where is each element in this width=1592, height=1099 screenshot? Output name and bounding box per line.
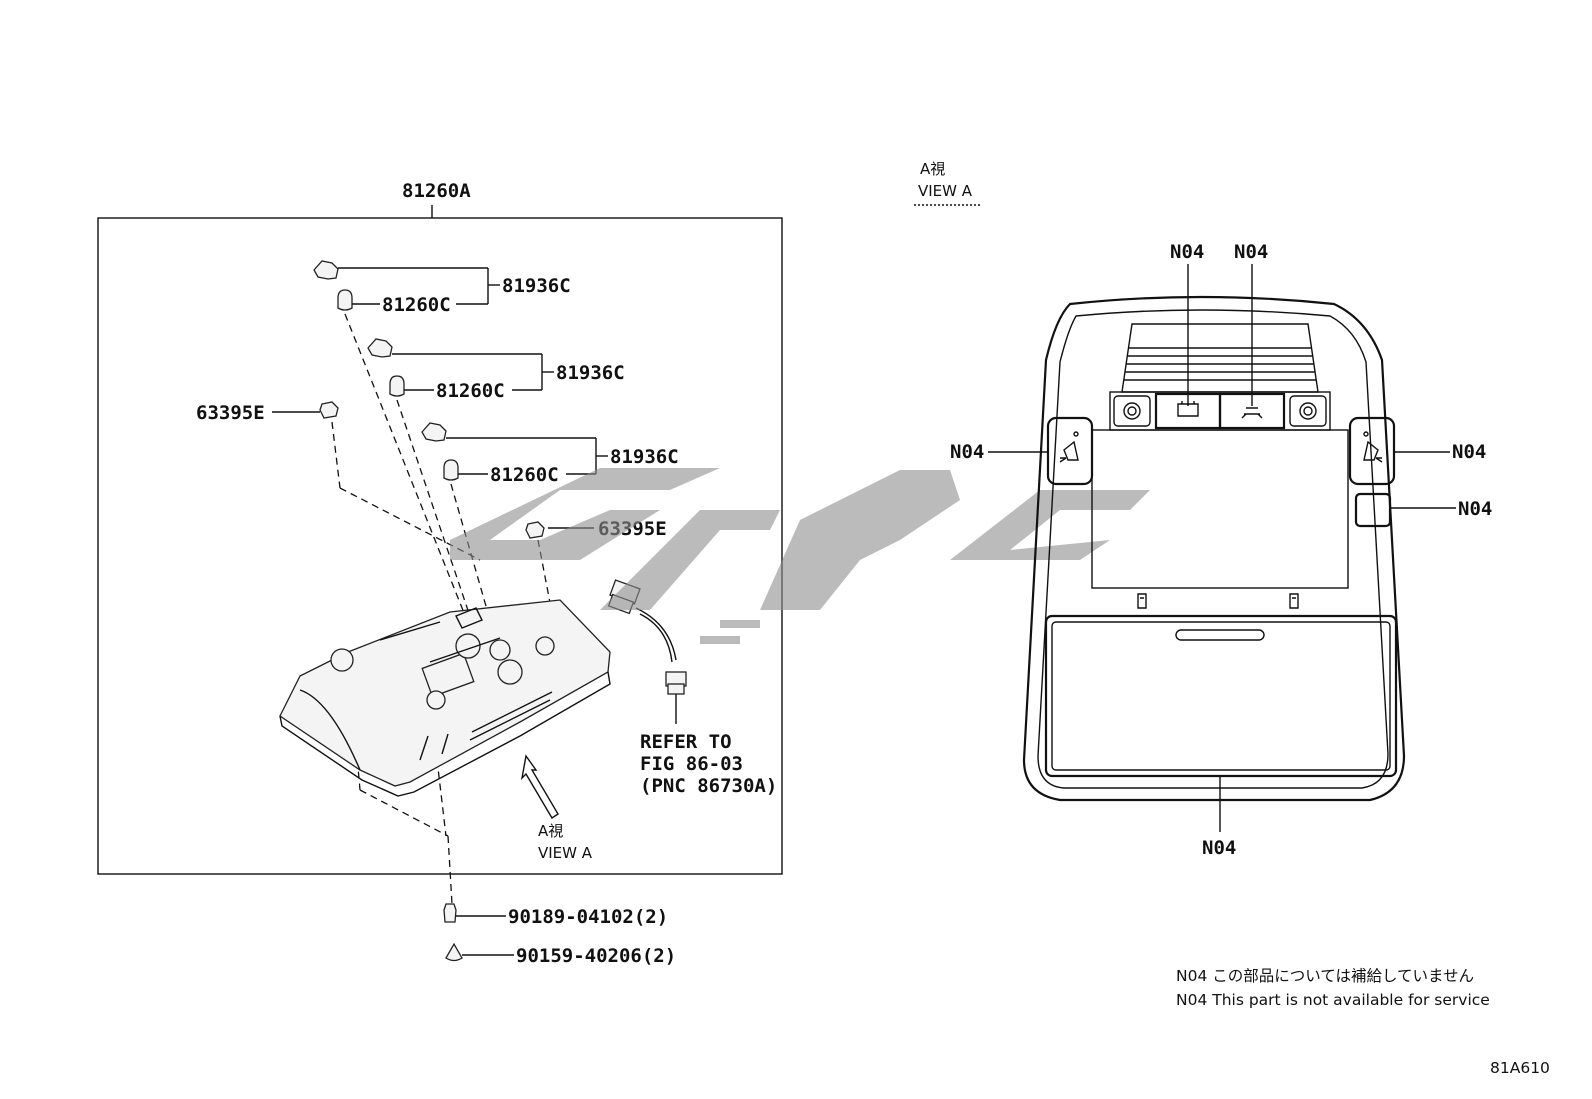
- callout-top-left[interactable]: N04: [1170, 241, 1204, 263]
- button-row: [1109, 391, 1331, 431]
- side-switch-left[interactable]: [1046, 416, 1094, 486]
- bracket-label-2[interactable]: 81936C: [556, 362, 625, 384]
- note-jp[interactable]: N04 この部品については補給していません: [1176, 967, 1474, 985]
- view-title-en[interactable]: VIEW A: [918, 182, 973, 200]
- callouts: N04 N04 N04 N04 N04 N04: [950, 241, 1492, 859]
- view-arrow-en[interactable]: VIEW A: [538, 844, 593, 862]
- top-grill: [1121, 323, 1319, 393]
- callout-side-right-lower[interactable]: N04: [1458, 498, 1492, 520]
- service-notes: N04 この部品については補給していません N04 This part is n…: [1176, 967, 1550, 1077]
- callout-top-right[interactable]: N04: [1234, 241, 1268, 263]
- door-lamp-icon: [1177, 401, 1199, 417]
- holder-handle[interactable]: [1175, 629, 1265, 641]
- bulb-label-2[interactable]: 81260C: [436, 380, 505, 402]
- watermark-logo: [450, 468, 1150, 644]
- bracket-label-3[interactable]: 81936C: [610, 446, 679, 468]
- refer-line-2[interactable]: FIG 86-03: [640, 753, 743, 775]
- lamp-lens[interactable]: [1091, 429, 1349, 589]
- view-a-arrow: A視 VIEW A: [520, 754, 593, 862]
- screw-icon[interactable]: [443, 903, 457, 923]
- map-light-right-button[interactable]: [1289, 395, 1327, 427]
- dial-icon: [1123, 402, 1141, 420]
- bracket-label-1[interactable]: 81936C: [502, 275, 571, 297]
- console-outline[interactable]: [1022, 295, 1406, 802]
- sunglass-holder[interactable]: [1044, 614, 1398, 778]
- map-light-left-button[interactable]: [1113, 395, 1151, 427]
- lamp-icon: [1363, 440, 1383, 463]
- fasteners: 90189-04102(2) 90159-40206(2): [443, 903, 676, 967]
- pushpin-icon[interactable]: [445, 942, 463, 962]
- bracket-group-2: 81936C 81260C: [367, 338, 625, 402]
- callout-side-right[interactable]: N04: [1452, 441, 1486, 463]
- clip-icon[interactable]: [525, 521, 545, 539]
- room-lamp-icon: [1241, 407, 1263, 419]
- refer-line-3[interactable]: (PNC 86730A): [640, 775, 777, 797]
- assembly-label[interactable]: 81260A: [402, 180, 471, 202]
- clip-icon[interactable]: [319, 401, 339, 419]
- right-panel: A視 VIEW A: [914, 160, 1492, 859]
- bracket-icon[interactable]: [421, 422, 447, 442]
- assembly-frame: [97, 217, 783, 875]
- clip-label-left[interactable]: 63395E: [196, 402, 265, 424]
- bracket-icon[interactable]: [313, 260, 339, 280]
- dial-icon: [1299, 402, 1317, 420]
- view-arrow-jp[interactable]: A視: [538, 822, 563, 840]
- callout-bottom[interactable]: N04: [1202, 837, 1236, 859]
- view-title-jp[interactable]: A視: [920, 160, 945, 178]
- clip-left: 63395E: [196, 401, 339, 424]
- sensor-button[interactable]: [1354, 492, 1392, 528]
- bracket-group-3: 81936C 81260C: [421, 422, 679, 486]
- bulb-label-3[interactable]: 81260C: [490, 464, 559, 486]
- bulb-icon[interactable]: [443, 459, 459, 481]
- clip-icon: [1137, 593, 1147, 609]
- screw-label-2[interactable]: 90159-40206(2): [516, 945, 676, 967]
- lamp-icon: [1059, 440, 1079, 463]
- note-en[interactable]: N04 This part is not available for servi…: [1176, 991, 1490, 1009]
- arrow-up-icon: [520, 754, 559, 819]
- figure-code[interactable]: 81A610: [1490, 1059, 1550, 1077]
- bracket-icon[interactable]: [367, 338, 393, 358]
- bracket-group-1: 81936C 81260C: [313, 260, 571, 316]
- screw-label-1[interactable]: 90189-04102(2): [508, 906, 668, 928]
- refer-note: REFER TO FIG 86-03 (PNC 86730A): [640, 731, 777, 797]
- bulb-label-1[interactable]: 81260C: [382, 294, 451, 316]
- callout-side-left[interactable]: N04: [950, 441, 984, 463]
- bulb-icon[interactable]: [389, 375, 405, 397]
- clip-icon: [1289, 593, 1299, 609]
- overhead-lamp-housing[interactable]: [279, 599, 611, 797]
- side-switch-right[interactable]: [1348, 416, 1396, 486]
- refer-line-1[interactable]: REFER TO: [640, 731, 732, 753]
- bulb-icon[interactable]: [337, 289, 353, 311]
- left-panel: 81260A 81936C 81260C 81936C 81260C: [97, 180, 783, 905]
